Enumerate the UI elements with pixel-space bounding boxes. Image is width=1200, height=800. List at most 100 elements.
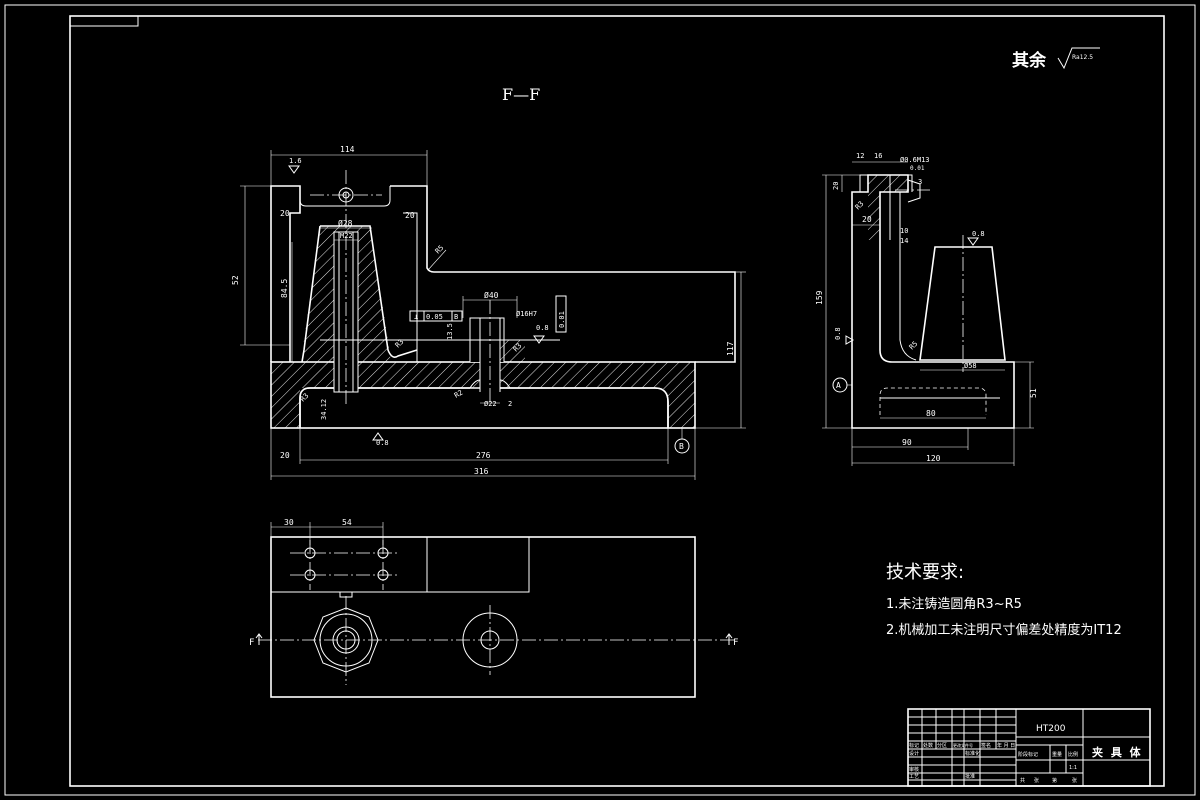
title-sheet-footer: 第 — [1052, 777, 1057, 784]
side-dim-90: 90 — [902, 438, 912, 447]
surface-note-label: 其余 — [1012, 50, 1047, 71]
roughness-symbol-icon — [1057, 47, 1100, 70]
side-dim-10: 10 — [900, 227, 908, 235]
title-side-label: 工艺 — [909, 774, 919, 780]
title-scale: 1:1 — [1069, 765, 1077, 771]
side-dim-51: 51 — [1029, 388, 1038, 398]
side-radius-r3: R3 — [854, 200, 866, 212]
side-dim-120: 120 — [926, 454, 941, 463]
roughness-1-6: 1.6 — [289, 157, 302, 165]
dim-bore-16h7: Ø16H7 — [516, 310, 537, 318]
radius-r3c: R3 — [512, 342, 524, 354]
side-dim-58: Ø58 — [964, 362, 977, 370]
side-tol-top2: 0.01 — [910, 165, 925, 172]
tech-req-item-1: 1.未注铸造圆角R3~R5 — [886, 596, 1022, 612]
roughness-mark-icon — [967, 237, 979, 246]
side-dim-3: 3 — [918, 178, 922, 186]
perp-tolerance-value: 0.05 — [426, 313, 443, 321]
outer-border — [4, 4, 1196, 796]
dim-height-84: 84.5 — [280, 279, 289, 298]
dim-bore-22: Ø22 — [484, 400, 497, 408]
section-mark-right: F — [733, 638, 738, 648]
title-side-label: 设计 — [909, 750, 919, 757]
dim-slot-20b: 20 — [405, 211, 415, 220]
side-dim-12: 12 — [856, 152, 864, 160]
section-mark-left: F — [249, 638, 254, 648]
title-material: HT200 — [1036, 724, 1066, 734]
title-row-label: 年 月 日 — [997, 742, 1015, 749]
side-tol-top: Ø0.6M13 — [900, 156, 930, 164]
side-rough-0-8b: 0.8 — [834, 327, 842, 340]
roughness-mark-icon — [288, 165, 300, 174]
dim-boss-dia: Ø28 — [338, 218, 353, 228]
datum-a-marker: A — [836, 381, 841, 390]
title-block: HT200 夹 具 体 1:1 标记 处数 分区 更改文件号 签名 年 月 日 … — [907, 708, 1151, 787]
side-radius-r5: R5 — [908, 340, 920, 352]
roughness-mark-icon — [533, 335, 545, 344]
radius-r3a: R3 — [394, 338, 406, 350]
dim-top-width: 114 — [340, 145, 355, 154]
roughness-0-8b: 0.8 — [536, 324, 549, 332]
svg-text:⊥: ⊥ — [414, 313, 418, 321]
title-sheet-footer: 张 — [1072, 777, 1077, 784]
datum-b-marker: B — [679, 442, 684, 451]
dim-left-offset: 20 — [280, 451, 290, 460]
arrow-up-icon — [255, 633, 263, 645]
title-stage-header: 重量 — [1052, 751, 1062, 758]
corner-tag-box — [69, 15, 139, 27]
roughness-0-8a: 0.8 — [376, 439, 389, 447]
flatness-value: 0.01 — [558, 311, 566, 328]
title-stage-header: 比例 — [1068, 751, 1078, 758]
top-dim-54: 54 — [342, 518, 352, 527]
dim-thread: M22 — [340, 232, 353, 240]
title-part-name: 夹 具 体 — [1092, 745, 1143, 759]
inner-frame — [69, 15, 1165, 787]
section-title: F—F — [502, 85, 540, 104]
dim-inner-length: 276 — [476, 451, 491, 460]
side-dim-80: 80 — [926, 409, 936, 418]
dim-bore-40: Ø40 — [484, 290, 499, 300]
title-side-label: 审核 — [909, 766, 919, 773]
dim-height-52: 52 — [231, 275, 240, 285]
side-dim-16: 16 — [874, 152, 882, 160]
title-mid-label: 标准化 — [965, 750, 980, 757]
title-row-label: 分区 — [937, 742, 947, 749]
surface-roughness: Ra12.5 — [1072, 54, 1093, 61]
roughness-mark-icon — [372, 432, 384, 441]
dim-depth-13: 13.5 — [446, 323, 454, 340]
title-sheet-footer: 张 — [1034, 777, 1039, 784]
dim-depth-3412: 34.12 — [320, 399, 328, 420]
dim-overall-length: 316 — [474, 467, 489, 476]
radius-r5: R5 — [434, 244, 446, 256]
side-dim-20-top: 20 — [832, 182, 840, 190]
title-mid-label: 批准 — [965, 773, 975, 780]
side-dim-20-mid: 20 — [862, 215, 872, 224]
dim-slot-20: 20 — [280, 209, 290, 218]
dim-gap-2: 2 — [508, 400, 512, 408]
title-row-label: 处数 — [923, 742, 933, 749]
front-section-view: 114 316 276 20 52 117 84.5 Ø28 M22 20 20… — [231, 145, 746, 480]
side-rough-0-8a: 0.8 — [972, 230, 985, 238]
tech-requirements: 技术要求: 1.未注铸造圆角R3~R5 2.机械加工未注明尺寸偏差处精度为IT1… — [886, 562, 1122, 638]
side-dim-14: 14 — [900, 237, 908, 245]
title-row-label: 签名 — [981, 742, 991, 749]
side-view: 159 20 12 16 20 10 14 3 Ø0.6M13 0.01 51 … — [815, 152, 1038, 466]
tech-req-item-2: 2.机械加工未注明尺寸偏差处精度为IT12 — [886, 622, 1122, 638]
title-row-label: 更改文件号 — [953, 742, 973, 748]
top-dim-30: 30 — [284, 518, 294, 527]
radius-r2: R2 — [453, 389, 464, 400]
arrow-up-icon — [725, 633, 733, 645]
dim-height-117: 117 — [726, 341, 735, 356]
title-stage-header: 阶段标记 — [1018, 751, 1038, 758]
side-dim-159: 159 — [815, 290, 824, 305]
title-sheet-footer: 共 — [1020, 777, 1025, 784]
top-view: 30 54 F F — [249, 518, 738, 698]
perp-tolerance-frame — [409, 310, 463, 322]
datum-b-label: B — [454, 313, 458, 321]
surface-note: 其余 Ra12.5 — [1012, 47, 1100, 71]
roughness-mark-icon — [845, 335, 855, 345]
radius-r3b: R3 — [299, 392, 311, 404]
tech-req-title: 技术要求: — [886, 562, 964, 583]
flatness-frame — [555, 295, 567, 333]
